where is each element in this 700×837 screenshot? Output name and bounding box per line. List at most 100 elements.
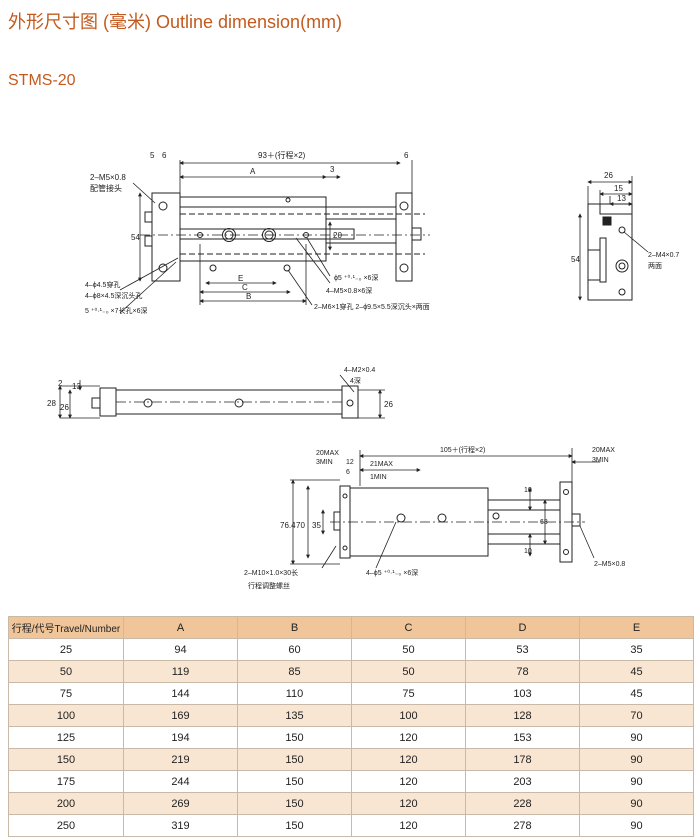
dim-label: 2–M5×0.8 xyxy=(594,561,625,568)
dim-label: 4–M5×0.8×6深 xyxy=(326,286,372,295)
dim-label: ϕ5 ⁺⁰·¹₋₀ ×6深 xyxy=(334,273,378,282)
dim-label: 10 xyxy=(524,548,532,555)
cell-a: 194 xyxy=(123,726,238,749)
cell-e: 45 xyxy=(579,660,694,683)
cell-e: 45 xyxy=(579,682,694,705)
col-header-d: D xyxy=(465,616,580,639)
dim-label: 20 xyxy=(333,231,342,240)
cell-e: 70 xyxy=(579,704,694,727)
cell-a: 319 xyxy=(123,814,238,837)
dim-label: C xyxy=(242,283,248,292)
side-view-dims xyxy=(578,176,649,301)
cell-travel: 250 xyxy=(8,814,124,837)
cell-c: 120 xyxy=(351,726,466,749)
dim-label: 13 xyxy=(617,194,626,203)
dim-label: 5 ⁺⁰·¹₋₀ ×7长孔×6深 xyxy=(85,306,148,315)
cell-c: 50 xyxy=(351,660,466,683)
dim-label: 13 xyxy=(72,382,81,391)
cell-c: 120 xyxy=(351,770,466,793)
cell-d: 228 xyxy=(465,792,580,815)
dim-label: 12 xyxy=(346,459,354,466)
cell-a: 144 xyxy=(123,682,238,705)
dim-label: 6 xyxy=(162,151,167,160)
dim-label: 4–ϕ4.5穿孔 xyxy=(85,280,120,289)
cell-e: 90 xyxy=(579,748,694,771)
dim-label: E xyxy=(238,274,243,283)
cell-a: 169 xyxy=(123,704,238,727)
cell-e: 90 xyxy=(579,770,694,793)
col-header-a: A xyxy=(123,616,238,639)
cell-travel: 150 xyxy=(8,748,124,771)
cell-a: 269 xyxy=(123,792,238,815)
cell-travel: 175 xyxy=(8,770,124,793)
dim-label: 4–ϕ5 ⁺⁰·¹₋₀ ×6深 xyxy=(366,568,418,577)
dim-label: 93＋(行程×2) xyxy=(258,150,306,160)
dim-label: 26 xyxy=(604,171,613,180)
dim-label: A xyxy=(250,167,256,176)
dim-label: 54 xyxy=(571,255,580,264)
cell-c: 100 xyxy=(351,704,466,727)
middle-view-dims xyxy=(58,374,385,419)
dim-label: 35 xyxy=(312,521,321,530)
dim-label: 26 xyxy=(384,400,393,409)
dim-label: 2–M10×1.0×30长 xyxy=(244,568,298,577)
cell-b: 150 xyxy=(237,814,352,837)
dim-label: 2–M5×0.8 xyxy=(90,173,126,182)
cell-b: 85 xyxy=(237,660,352,683)
page-title: 外形尺寸图 (毫米) Outline dimension(mm) xyxy=(8,12,343,32)
dim-label: 10 xyxy=(524,487,532,494)
cell-c: 120 xyxy=(351,748,466,771)
top-view xyxy=(140,192,430,282)
cell-travel: 50 xyxy=(8,660,124,683)
cell-d: 78 xyxy=(465,660,580,683)
dim-label: 28 xyxy=(47,399,56,408)
cell-b: 150 xyxy=(237,792,352,815)
cell-b: 150 xyxy=(237,770,352,793)
cell-a: 94 xyxy=(123,638,238,661)
cell-e: 35 xyxy=(579,638,694,661)
cell-d: 53 xyxy=(465,638,580,661)
dim-label: 21MAX xyxy=(370,461,393,468)
cell-d: 278 xyxy=(465,814,580,837)
col-header-c: C xyxy=(351,616,466,639)
mount-hole xyxy=(224,230,234,240)
dim-label: 3MIN xyxy=(592,457,609,464)
model-label: STMS-20 xyxy=(8,72,76,89)
cell-a: 119 xyxy=(123,660,238,683)
dim-label: 54 xyxy=(131,233,140,242)
dim-label: 5 xyxy=(150,151,155,160)
cell-d: 203 xyxy=(465,770,580,793)
dim-label: 配管接头 xyxy=(90,183,122,193)
top-view-dims xyxy=(119,160,413,314)
mount-hole xyxy=(264,230,274,240)
right-end-plate xyxy=(395,192,413,282)
dim-label: 20MAX xyxy=(592,447,615,454)
cell-travel: 125 xyxy=(8,726,124,749)
col-header-e: E xyxy=(579,616,694,639)
cell-b: 150 xyxy=(237,726,352,749)
dim-label: 3MIN xyxy=(316,459,333,466)
table-header-row: 行程/代号Travel/Number A B C D E xyxy=(8,616,694,639)
dim-label: 2–M6×1穿孔 2–ϕ9.5×5.5深沉头×两面 xyxy=(314,302,430,311)
dim-label: B xyxy=(246,292,251,301)
dim-label: 26 xyxy=(60,403,69,412)
dim-label: 4–ϕ8×4.5深沉头孔 xyxy=(85,291,142,300)
dim-label: 1MIN xyxy=(370,474,387,481)
dim-label: 6 xyxy=(346,469,350,476)
dim-label: 2–M4×0.7 xyxy=(648,252,679,259)
cell-b: 150 xyxy=(237,748,352,771)
cell-a: 219 xyxy=(123,748,238,771)
cell-b: 135 xyxy=(237,704,352,727)
cell-e: 90 xyxy=(579,726,694,749)
cell-a: 244 xyxy=(123,770,238,793)
middle-view xyxy=(91,385,359,419)
